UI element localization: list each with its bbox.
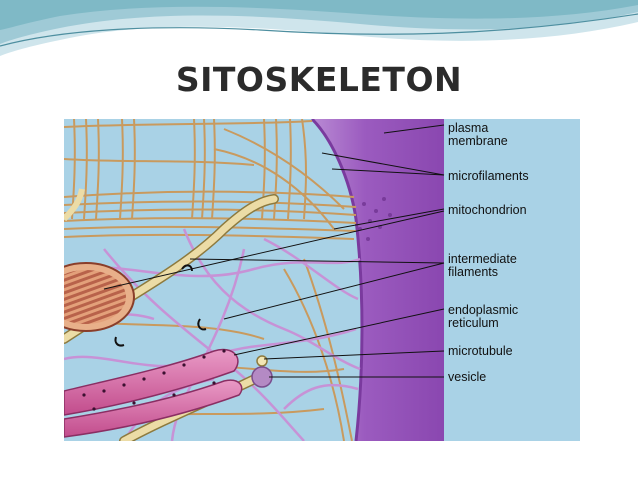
cytoskeleton-illustration <box>64 119 580 441</box>
label-microtubule: microtubule <box>448 345 513 358</box>
cytoskeleton-diagram <box>64 119 580 441</box>
label-intermediate-filaments: intermediate filaments <box>448 253 517 279</box>
label-vesicle: vesicle <box>448 371 486 384</box>
header-wave-decoration <box>0 0 638 60</box>
slide-title: SITOSKELETON <box>0 60 638 99</box>
label-plasma-membrane: plasma membrane <box>448 122 508 148</box>
label-microfilaments: microfilaments <box>448 170 529 183</box>
label-mitochondrion: mitochondrion <box>448 204 527 217</box>
label-endoplasmic-reticulum: endoplasmic reticulum <box>448 304 518 330</box>
